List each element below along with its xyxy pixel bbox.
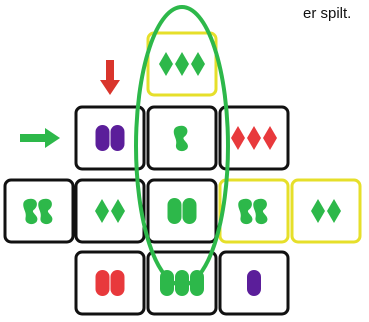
diamond-symbol xyxy=(95,199,109,223)
card[interactable] xyxy=(3,178,75,244)
card[interactable] xyxy=(74,178,146,244)
diamond-symbol xyxy=(327,199,341,223)
caption-text: er spilt. xyxy=(303,5,352,22)
card-border xyxy=(3,178,75,244)
oval-symbol xyxy=(182,198,197,224)
card[interactable] xyxy=(146,31,218,97)
card[interactable] xyxy=(218,178,290,244)
squiggle-symbol xyxy=(173,125,188,152)
card[interactable] xyxy=(74,250,146,316)
oval-symbol xyxy=(95,125,110,151)
card-border xyxy=(74,105,146,171)
diamond-symbol xyxy=(263,126,277,150)
oval-symbol xyxy=(110,270,125,296)
column-highlight-ellipse xyxy=(134,5,230,287)
highlighted-card-border xyxy=(218,178,290,244)
diamond-symbol xyxy=(191,52,205,76)
highlighted-card-border xyxy=(290,178,362,244)
oval-symbol xyxy=(247,270,261,296)
squiggle-symbol xyxy=(23,198,38,225)
diamond-symbol xyxy=(159,52,173,76)
down-arrow-icon xyxy=(100,60,120,95)
diamond-symbol xyxy=(311,199,325,223)
diamond-symbol xyxy=(247,126,261,150)
card-border xyxy=(74,250,146,316)
card-border xyxy=(146,178,218,244)
oval-symbol xyxy=(110,125,125,151)
card[interactable] xyxy=(218,250,290,316)
oval-symbol xyxy=(160,270,174,296)
diamond-symbol xyxy=(175,52,189,76)
card[interactable] xyxy=(290,178,362,244)
card[interactable] xyxy=(146,178,218,244)
card[interactable] xyxy=(74,105,146,171)
diamond-symbol xyxy=(231,126,245,150)
squiggle-symbol xyxy=(38,198,53,225)
card[interactable] xyxy=(218,105,290,171)
oval-symbol xyxy=(95,270,110,296)
card[interactable] xyxy=(146,105,218,171)
squiggle-symbol xyxy=(253,198,268,225)
right-arrow-icon xyxy=(20,128,60,148)
squiggle-symbol xyxy=(238,198,253,225)
oval-symbol xyxy=(167,198,182,224)
oval-symbol xyxy=(190,270,204,296)
card-border xyxy=(74,178,146,244)
diamond-symbol xyxy=(111,199,125,223)
